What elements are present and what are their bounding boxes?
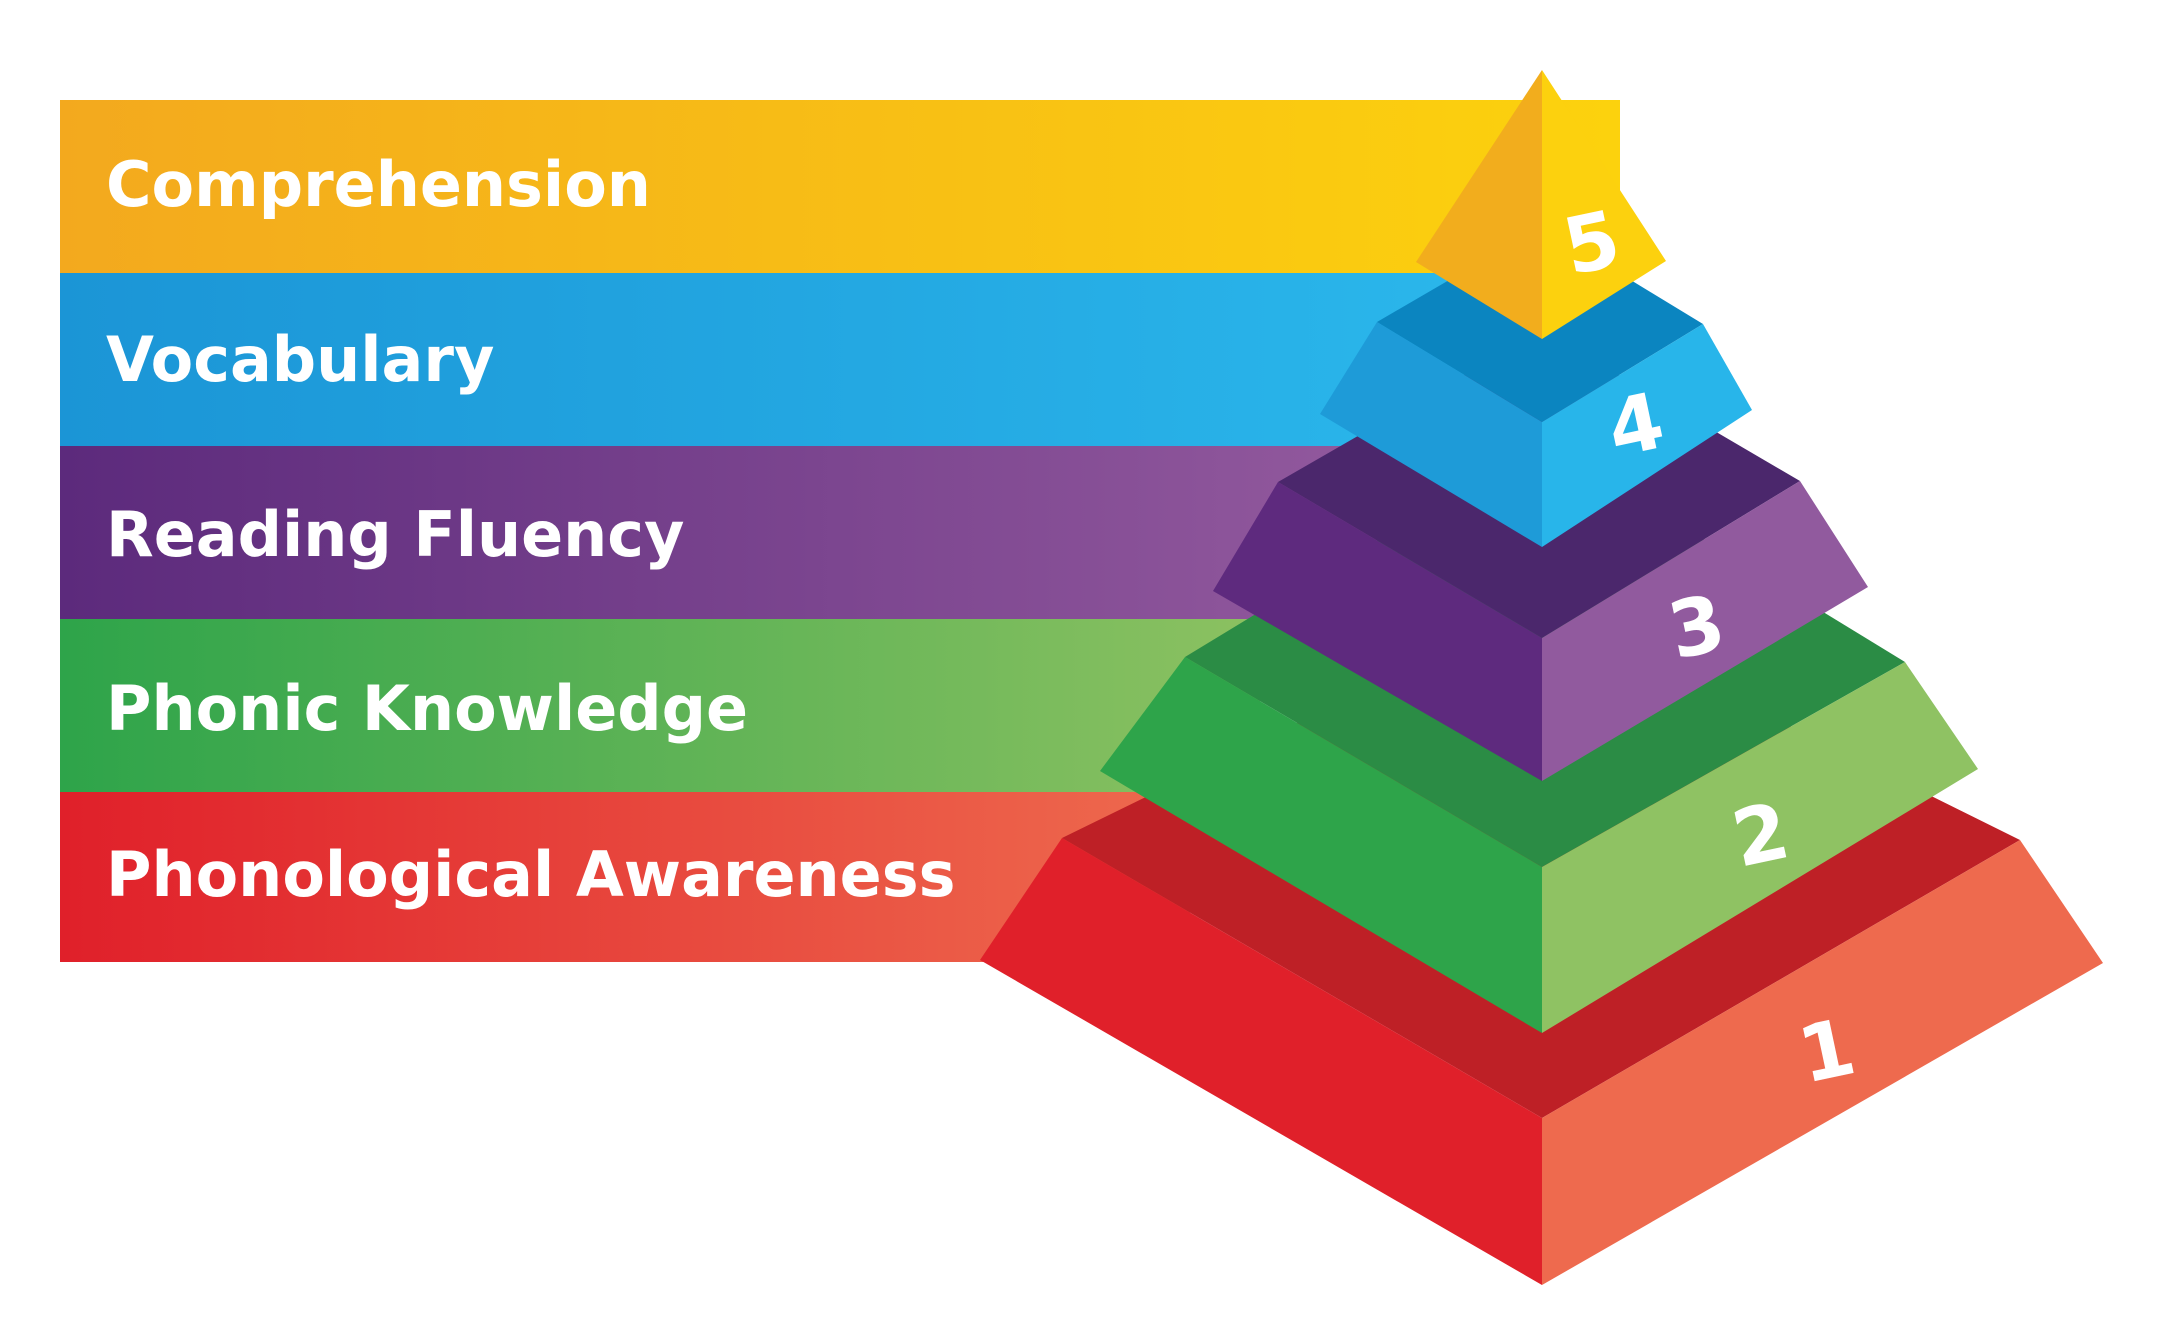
tier-3-left-face: [1213, 482, 1542, 781]
band-reading-fluency: [60, 446, 1400, 619]
band-comprehension: [60, 100, 1620, 273]
bands: [60, 100, 1620, 962]
band-phonic-knowledge: [60, 619, 1260, 792]
label-phonological-awareness: Phonological Awareness: [106, 838, 956, 911]
band-vocabulary: [60, 273, 1540, 446]
pyramid-tier-5: [1416, 70, 1666, 339]
tier-5-left-face: [1416, 70, 1542, 339]
pyramid: [980, 70, 2103, 1285]
label-reading-fluency: Reading Fluency: [106, 498, 684, 571]
label-vocabulary: Vocabulary: [106, 323, 494, 396]
tier-4-left-face: [1320, 322, 1542, 547]
tier-2-left-face: [1100, 657, 1542, 1033]
tier-4-right-face: [1542, 324, 1752, 547]
tier-3-right-face: [1542, 481, 1868, 781]
tier-5-right-face: [1542, 70, 1666, 339]
tier-2-right-face: [1542, 662, 1978, 1033]
tier-1-left-face: [980, 838, 1542, 1285]
tier-1-right-face: [1542, 840, 2103, 1285]
label-comprehension: Comprehension: [106, 148, 651, 221]
label-phonic-knowledge: Phonic Knowledge: [106, 672, 748, 745]
band-labels: Comprehension Vocabulary Reading Fluency…: [106, 148, 956, 911]
